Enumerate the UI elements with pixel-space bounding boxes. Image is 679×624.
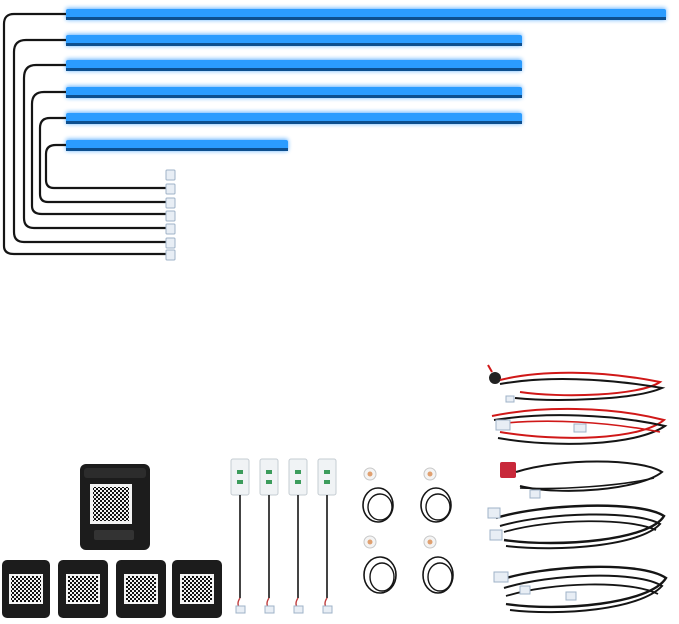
round-sensors: [362, 467, 454, 594]
receiver-module-3: [116, 560, 166, 618]
control-box: [80, 464, 150, 550]
led-strip-2: [66, 34, 522, 46]
round-sensor-2: [420, 467, 452, 523]
receiver-module-1: [2, 560, 50, 618]
harness-button-switch: [500, 460, 664, 499]
footwell-board-2: [259, 458, 279, 614]
strip-connectors: [165, 169, 176, 261]
round-sensor-3: [363, 535, 397, 594]
round-sensor-4: [422, 535, 454, 594]
footwell-board-4: [317, 458, 337, 614]
receiver-module-4: [172, 560, 222, 618]
footwell-board-3: [288, 458, 308, 614]
harness-red-black-2: [491, 407, 668, 445]
led-strip-6: [66, 139, 288, 151]
footwell-boards: [230, 458, 337, 614]
harness-long-black-2: [493, 565, 668, 614]
harness-power-red-black: [487, 364, 666, 403]
round-sensor-1: [362, 467, 394, 523]
led-strips: [66, 8, 666, 151]
footwell-board-1: [230, 458, 250, 614]
led-strip-3: [66, 59, 522, 71]
harness-long-black-1: [487, 504, 666, 550]
led-strip-1: [66, 8, 666, 20]
receiver-module-2: [58, 560, 108, 618]
wire-harnesses: [487, 364, 668, 614]
strip-wires: [2, 12, 168, 256]
receiver-modules: [2, 560, 222, 618]
led-strip-5: [66, 112, 522, 124]
led-strip-4: [66, 86, 522, 98]
